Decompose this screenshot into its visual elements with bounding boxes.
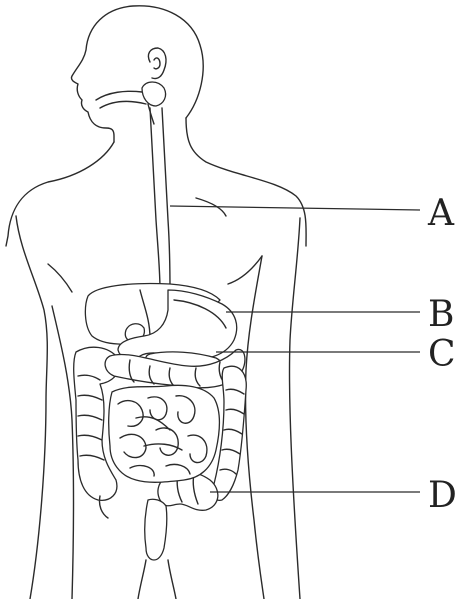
appendix: [98, 495, 109, 519]
head-outline: [70, 5, 204, 143]
small-intestine-mass: [108, 384, 221, 483]
left-pectoral-line: [47, 263, 73, 293]
salivary-gland: [141, 81, 167, 107]
esophagus-left-wall: [149, 107, 161, 291]
esophagus-right-wall: [161, 107, 171, 293]
clavicle-line: [195, 197, 227, 217]
neck-left-shoulder: [5, 141, 115, 247]
left-torso-line: [51, 305, 75, 599]
tongue: [99, 100, 147, 109]
leader-line-a: [169, 205, 421, 211]
ear-outline: [147, 47, 167, 80]
crotch-line-right: [167, 559, 177, 599]
label-a: A: [427, 193, 455, 234]
crotch-line-left: [137, 559, 147, 599]
liver-lobe-line: [139, 289, 151, 339]
body-outline: [5, 5, 307, 599]
label-c: C: [428, 334, 456, 375]
descending-colon-bands: [219, 388, 245, 475]
small-intestine: [108, 384, 221, 483]
large-intestine: [73, 346, 247, 519]
neck-right-shoulder: [185, 117, 307, 247]
esophagus: [149, 107, 171, 293]
right-arm-edge: [288, 217, 301, 599]
left-arm-edge: [15, 215, 48, 599]
ear-inner: [153, 57, 161, 70]
small-intestine-inner: [135, 416, 183, 451]
label-b: B: [428, 294, 454, 335]
rectum: [144, 498, 168, 561]
ascending-colon-bands: [77, 374, 105, 461]
descending-colon: [211, 365, 247, 501]
stomach-curve: [173, 299, 227, 329]
mouth-pharynx: [95, 81, 167, 125]
right-pectoral-line: [227, 255, 263, 285]
transverse-colon-bands: [128, 359, 225, 387]
small-intestine-coils: [117, 395, 208, 477]
label-d: D: [428, 475, 457, 516]
right-torso-line: [244, 255, 265, 599]
